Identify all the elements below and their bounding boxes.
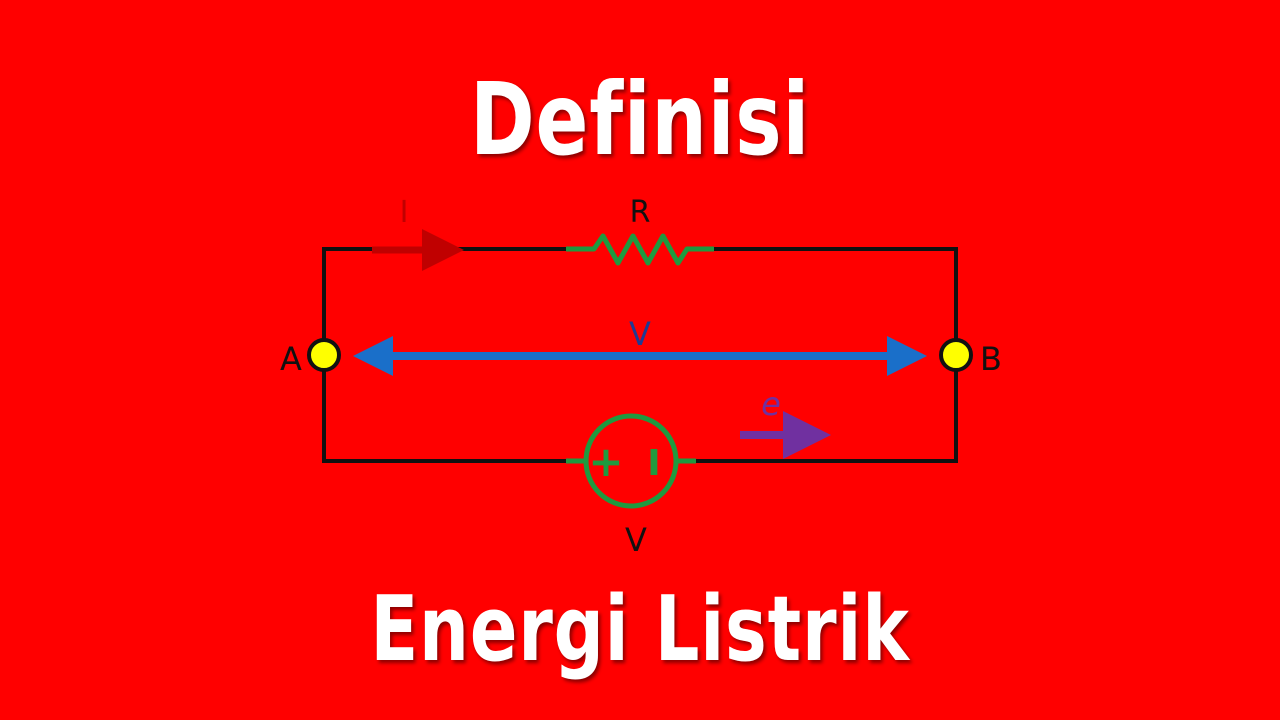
voltage-source-symbol (583, 413, 679, 509)
electron-label: e (761, 385, 781, 423)
node-b (939, 338, 973, 372)
resistor-label: R (630, 195, 651, 230)
wire-top-left (322, 247, 566, 355)
node-a-label: A (280, 340, 302, 378)
slide-subtitle: Energi Listrik (370, 577, 910, 682)
voltage-drop-label: V (629, 315, 651, 353)
source-voltage-label: V (625, 521, 647, 559)
wire-top-right (714, 247, 958, 355)
current-label: I (400, 195, 409, 230)
source-plus-label: + (588, 437, 623, 486)
slide-title: Definisi (469, 61, 810, 178)
wire-bottom-left (322, 355, 566, 463)
node-b-label: B (980, 340, 1002, 378)
node-a (307, 338, 341, 372)
resistor-symbol (566, 233, 714, 266)
wire-bottom-right (696, 355, 958, 463)
source-minus-label: I (647, 443, 660, 484)
